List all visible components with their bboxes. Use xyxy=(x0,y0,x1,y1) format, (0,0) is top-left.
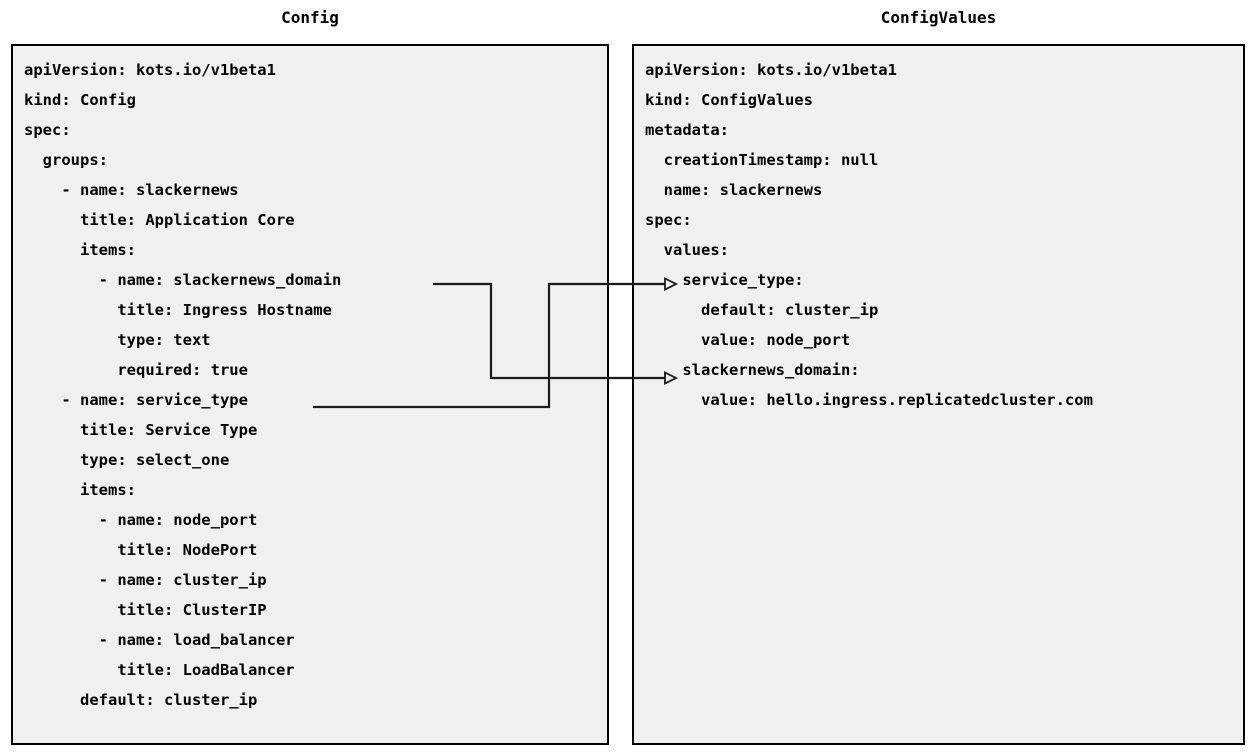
yaml-line: title: Application Core xyxy=(24,211,295,229)
yaml-line: value: node_port xyxy=(645,331,851,349)
yaml-line: title: ClusterIP xyxy=(24,601,267,619)
yaml-line: kind: ConfigValues xyxy=(645,91,813,109)
yaml-line: title: Service Type xyxy=(24,421,258,439)
yaml-line: title: LoadBalancer xyxy=(24,661,295,679)
yaml-line: name: slackernews xyxy=(645,181,823,199)
yaml-body-config: apiVersion: kots.io/v1beta1 kind: Config s… xyxy=(13,46,341,715)
yaml-line: - name: slackernews xyxy=(24,181,239,199)
yaml-line: default: cluster_ip xyxy=(24,691,258,709)
yaml-line: slackernews_domain: xyxy=(645,361,860,379)
yaml-line: title: Ingress Hostname xyxy=(24,301,332,319)
yaml-line: kind: Config xyxy=(24,91,136,109)
yaml-line: spec: xyxy=(645,211,692,229)
yaml-line: values: xyxy=(645,241,729,259)
yaml-line: - name: cluster_ip xyxy=(24,571,267,589)
yaml-line: items: xyxy=(24,481,136,499)
yaml-line: type: select_one xyxy=(24,451,230,469)
panel-title-configvalues: ConfigValues xyxy=(880,8,997,27)
yaml-line: title: NodePort xyxy=(24,541,258,559)
yaml-line: default: cluster_ip xyxy=(645,301,879,319)
yaml-line: apiVersion: kots.io/v1beta1 xyxy=(645,61,897,79)
yaml-line: spec: xyxy=(24,121,71,139)
yaml-panel-config: apiVersion: kots.io/v1beta1 kind: Config s… xyxy=(11,44,609,745)
yaml-line: type: text xyxy=(24,331,211,349)
yaml-line: creationTimestamp: null xyxy=(645,151,879,169)
yaml-line: - name: node_port xyxy=(24,511,258,529)
yaml-line: metadata: xyxy=(645,121,729,139)
yaml-line: apiVersion: kots.io/v1beta1 xyxy=(24,61,276,79)
yaml-line: - name: service_type xyxy=(24,391,248,409)
yaml-line: required: true xyxy=(24,361,248,379)
panel-title-config: Config xyxy=(281,8,339,27)
yaml-line: groups: xyxy=(24,151,108,169)
yaml-body-configvalues: apiVersion: kots.io/v1beta1 kind: ConfigV… xyxy=(634,46,1093,415)
yaml-line: - name: load_balancer xyxy=(24,631,295,649)
yaml-line: value: hello.ingress.replicatedcluster.c… xyxy=(645,391,1093,409)
yaml-line: - name: slackernews_domain xyxy=(24,271,342,289)
yaml-panel-configvalues: apiVersion: kots.io/v1beta1 kind: ConfigV… xyxy=(632,44,1245,745)
yaml-line: items: xyxy=(24,241,136,259)
yaml-line: service_type: xyxy=(645,271,804,289)
